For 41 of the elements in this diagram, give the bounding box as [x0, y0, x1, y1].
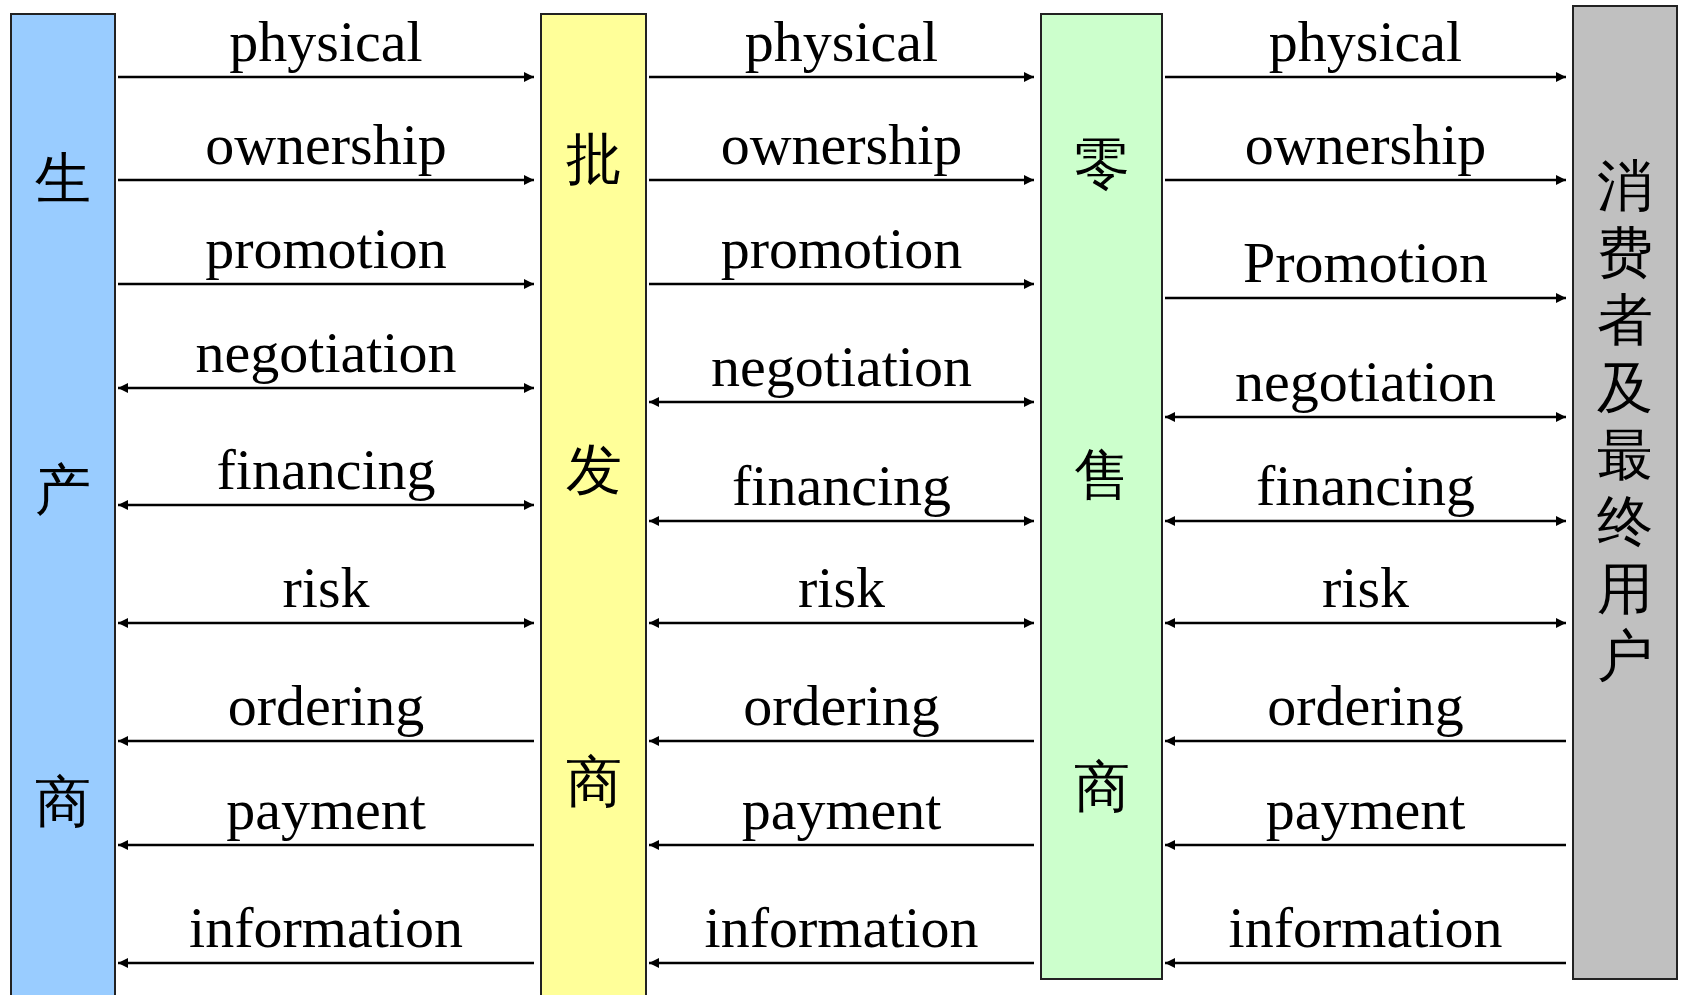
- arrow: [118, 383, 534, 393]
- arrow: [1165, 175, 1566, 185]
- vertical-label: 发: [565, 436, 622, 504]
- vertical-label: 批: [565, 125, 622, 193]
- vertical-label: 消费者及最终用户: [1597, 152, 1653, 690]
- arrow: [649, 618, 1034, 628]
- arrow: [1165, 72, 1566, 82]
- vertical-label: 商: [1073, 752, 1130, 820]
- arrow: [649, 516, 1034, 526]
- arrow: [118, 618, 534, 628]
- arrow: [1165, 516, 1566, 526]
- vertical-label: 商: [35, 767, 91, 835]
- arrow: [1165, 958, 1566, 968]
- vertical-label: 产: [35, 456, 91, 524]
- vertical-label: 商: [565, 747, 622, 815]
- arrow: [118, 840, 534, 850]
- arrow: [118, 958, 534, 968]
- vertical-label: 生: [35, 145, 91, 213]
- arrow: [118, 175, 534, 185]
- arrow: [649, 175, 1034, 185]
- arrow: [649, 736, 1034, 746]
- arrow: [649, 397, 1034, 407]
- arrow: [649, 958, 1034, 968]
- arrow: [118, 279, 534, 289]
- arrow: [118, 736, 534, 746]
- arrow: [1165, 412, 1566, 422]
- vertical-label: 售: [1073, 441, 1130, 509]
- channel-bar: [540, 13, 647, 995]
- arrow: [118, 500, 534, 510]
- arrow: [649, 279, 1034, 289]
- arrow: [1165, 618, 1566, 628]
- channel-bar: [1040, 13, 1163, 980]
- arrow: [1165, 736, 1566, 746]
- channel-bar: [1572, 5, 1678, 980]
- channel-bar: [10, 13, 116, 995]
- arrow: [1165, 840, 1566, 850]
- arrow: [649, 840, 1034, 850]
- arrow: [1165, 293, 1566, 303]
- vertical-label: 零: [1073, 130, 1130, 198]
- arrow: [649, 72, 1034, 82]
- arrow: [118, 72, 534, 82]
